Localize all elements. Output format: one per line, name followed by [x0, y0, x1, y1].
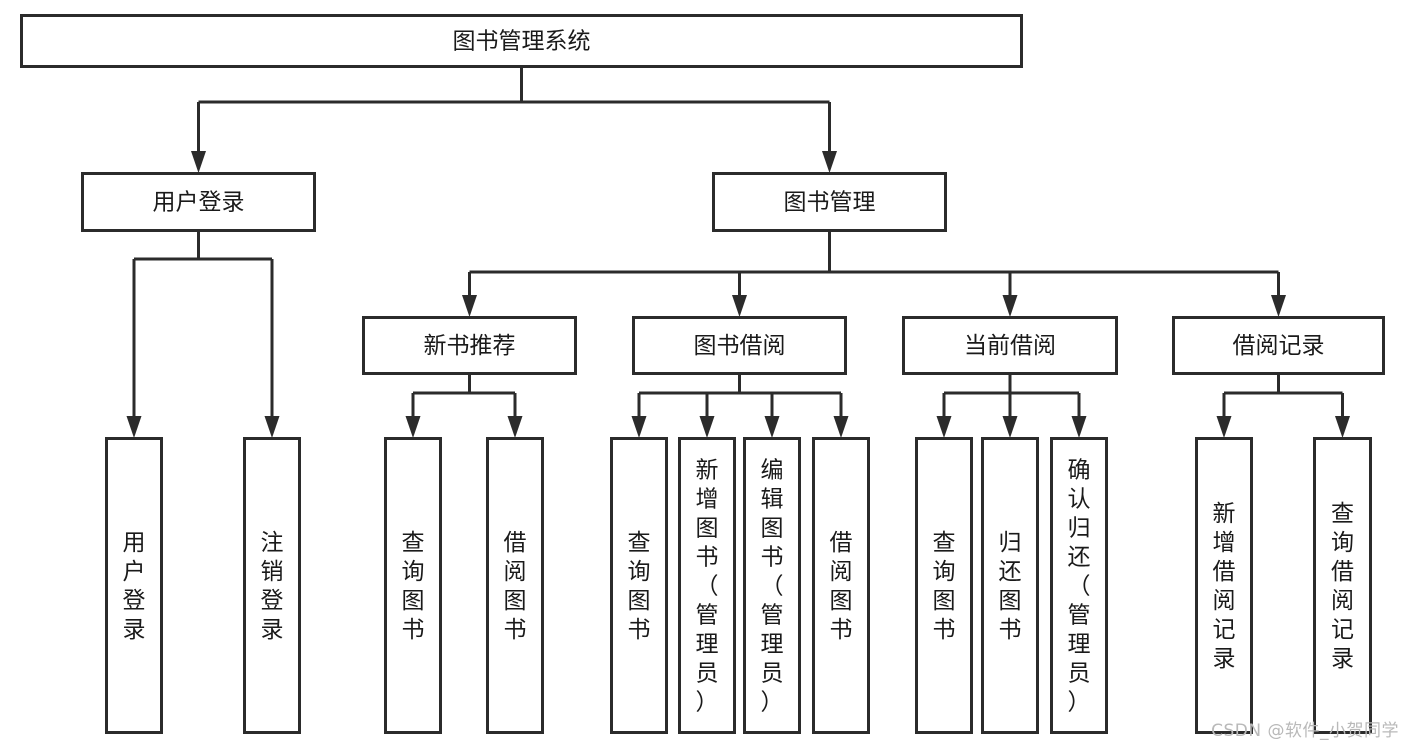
node-label-leaf-query-book-2: 查询图书: [628, 530, 651, 643]
node-box-new-book-recommend: [362, 316, 577, 375]
node-box-leaf-edit-book: [743, 437, 801, 734]
node-box-user-login: [81, 172, 316, 232]
node-label-leaf-query-borrow-record: 查询借阅记录: [1331, 501, 1354, 672]
node-box-leaf-query-book-1: [384, 437, 442, 734]
node-box-leaf-add-borrow-record: [1195, 437, 1253, 734]
arrowhead-leaf-add-borrow-record: [1216, 416, 1232, 438]
node-box-root: [20, 14, 1023, 68]
node-leaf-confirm-return[interactable]: 确认归还（管理员）: [1050, 437, 1108, 734]
node-box-leaf-query-borrow-record: [1313, 437, 1372, 734]
node-leaf-query-book-3[interactable]: 查询图书: [915, 437, 973, 734]
arrowhead-borrow-record: [1271, 295, 1286, 317]
node-label-current-borrow: 当前借阅: [964, 333, 1056, 359]
node-box-leaf-user-login: [105, 437, 163, 734]
node-label-leaf-logout-login: 注销登录: [261, 530, 284, 643]
arrowhead-user-login: [191, 151, 206, 173]
node-label-leaf-borrow-book-2: 借阅图书: [830, 530, 853, 643]
node-label-leaf-query-book-1: 查询图书: [402, 530, 425, 643]
node-label-leaf-edit-book: 编辑图书（管理员）: [761, 458, 784, 716]
node-leaf-add-book[interactable]: 新增图书（管理员）: [678, 437, 736, 734]
node-label-book-borrow: 图书借阅: [694, 333, 786, 359]
node-box-book-management: [712, 172, 947, 232]
arrowhead-leaf-add-book: [699, 416, 715, 438]
node-label-root: 图书管理系统: [453, 29, 591, 55]
arrowhead-leaf-return-book: [1002, 416, 1018, 438]
node-leaf-edit-book[interactable]: 编辑图书（管理员）: [743, 437, 801, 734]
arrowheads-layer: [126, 151, 1350, 438]
node-book-management[interactable]: 图书管理: [712, 172, 947, 232]
node-leaf-add-borrow-record[interactable]: 新增借阅记录: [1195, 437, 1253, 734]
node-label-borrow-record: 借阅记录: [1233, 333, 1325, 359]
arrowhead-leaf-borrow-book-2: [833, 416, 849, 438]
arrowhead-leaf-user-login: [126, 416, 142, 438]
node-box-leaf-borrow-book-1: [486, 437, 544, 734]
node-box-leaf-query-book-3: [915, 437, 973, 734]
arrowhead-current-borrow: [1002, 295, 1018, 317]
arrowhead-leaf-logout-login: [264, 416, 280, 438]
arrowhead-book-borrow: [732, 295, 747, 317]
node-label-book-management: 图书管理: [784, 190, 876, 216]
node-label-leaf-query-book-3: 查询图书: [933, 530, 956, 643]
connectors-layer: [132, 68, 1344, 419]
node-box-current-borrow: [902, 316, 1118, 375]
node-label-leaf-return-book: 归还图书: [999, 530, 1022, 643]
arrowhead-leaf-query-book-3: [936, 416, 952, 438]
node-leaf-query-book-2[interactable]: 查询图书: [610, 437, 668, 734]
node-leaf-borrow-book-1[interactable]: 借阅图书: [486, 437, 544, 734]
nodes-layer: 图书管理系统用户登录图书管理新书推荐图书借阅当前借阅借阅记录用户登录注销登录查询…: [20, 14, 1385, 734]
node-leaf-logout-login[interactable]: 注销登录: [243, 437, 301, 734]
node-label-user-login: 用户登录: [153, 190, 245, 216]
node-box-leaf-add-book: [678, 437, 736, 734]
node-box-leaf-logout-login: [243, 437, 301, 734]
node-box-leaf-return-book: [981, 437, 1039, 734]
node-new-book-recommend[interactable]: 新书推荐: [362, 316, 577, 375]
node-leaf-user-login[interactable]: 用户登录: [105, 437, 163, 734]
node-label-leaf-add-book: 新增图书（管理员）: [696, 458, 719, 716]
node-current-borrow[interactable]: 当前借阅: [902, 316, 1118, 375]
arrowhead-leaf-query-book-1: [405, 416, 421, 438]
node-label-leaf-borrow-book-1: 借阅图书: [504, 530, 527, 643]
node-leaf-query-book-1[interactable]: 查询图书: [384, 437, 442, 734]
arrowhead-book-management: [822, 151, 837, 173]
node-book-borrow[interactable]: 图书借阅: [632, 316, 847, 375]
node-label-leaf-user-login: 用户登录: [123, 530, 146, 643]
node-label-leaf-confirm-return: 确认归还（管理员）: [1068, 458, 1091, 716]
arrowhead-new-book-recommend: [462, 295, 477, 317]
arrowhead-leaf-query-book-2: [631, 416, 647, 438]
node-root[interactable]: 图书管理系统: [20, 14, 1023, 68]
arrowhead-leaf-borrow-book-1: [507, 416, 523, 438]
csdn-watermark: CSDN @软件_小贺同学: [1211, 721, 1399, 741]
node-box-leaf-confirm-return: [1050, 437, 1108, 734]
node-leaf-query-borrow-record[interactable]: 查询借阅记录: [1313, 437, 1372, 734]
node-user-login[interactable]: 用户登录: [81, 172, 316, 232]
node-label-new-book-recommend: 新书推荐: [424, 333, 516, 359]
node-label-leaf-add-borrow-record: 新增借阅记录: [1213, 501, 1236, 672]
node-borrow-record[interactable]: 借阅记录: [1172, 316, 1385, 375]
node-box-borrow-record: [1172, 316, 1385, 375]
node-box-leaf-borrow-book-2: [812, 437, 870, 734]
node-box-leaf-query-book-2: [610, 437, 668, 734]
node-leaf-borrow-book-2[interactable]: 借阅图书: [812, 437, 870, 734]
node-box-book-borrow: [632, 316, 847, 375]
arrowhead-leaf-query-borrow-record: [1335, 416, 1350, 438]
arrowhead-leaf-confirm-return: [1071, 416, 1087, 438]
node-leaf-return-book[interactable]: 归还图书: [981, 437, 1039, 734]
arrowhead-leaf-edit-book: [764, 416, 780, 438]
